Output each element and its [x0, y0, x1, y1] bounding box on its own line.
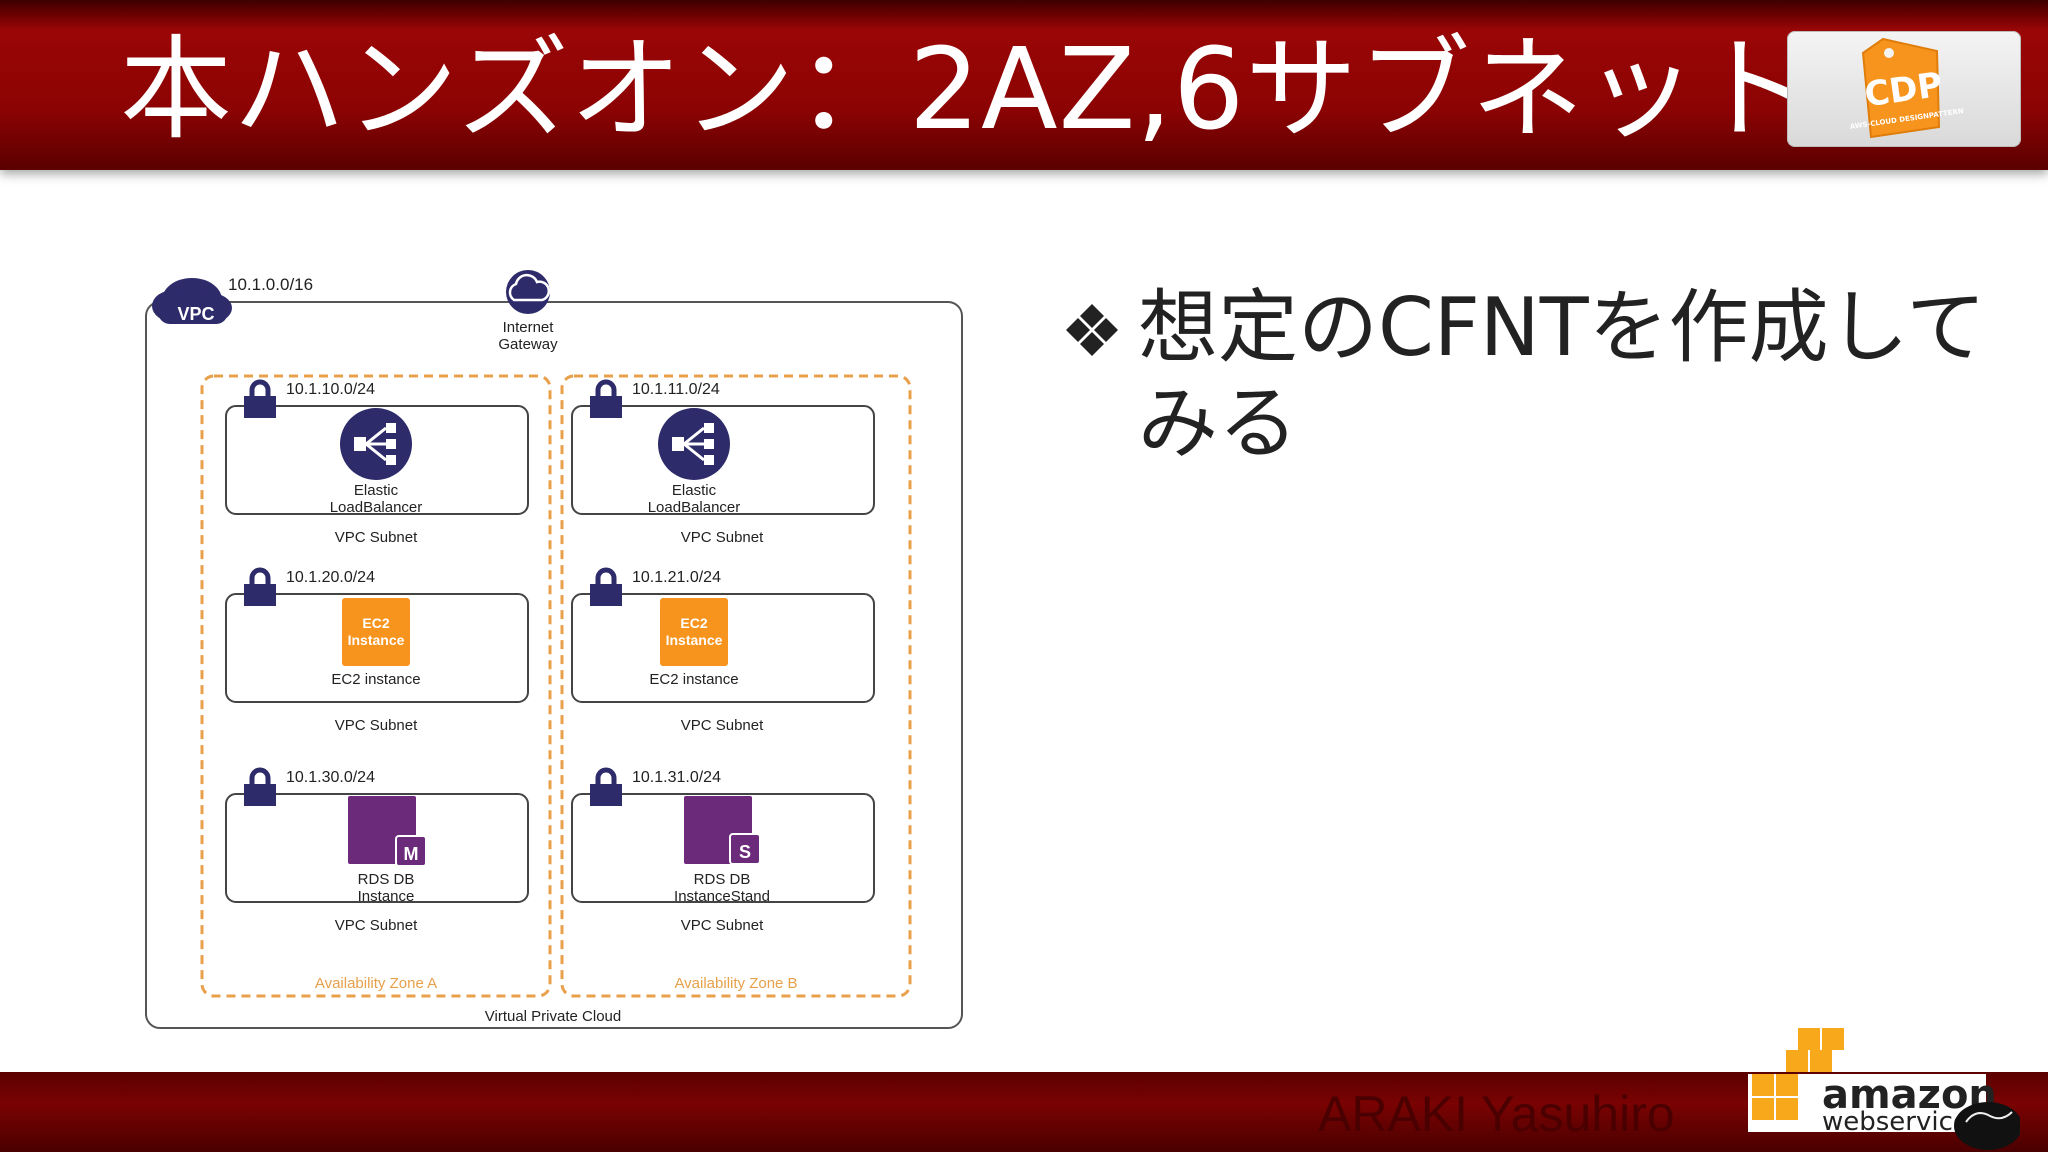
availability-zone-a [200, 374, 552, 998]
resource-label: LoadBalancer [648, 499, 741, 516]
subnet-label: VPC Subnet [681, 529, 764, 546]
footer-bar [0, 1072, 2048, 1152]
subnet-cidr: 10.1.30.0/24 [286, 769, 375, 786]
subnet-cidr: 10.1.20.0/24 [286, 569, 375, 586]
subnet-cidr: 10.1.31.0/24 [632, 769, 721, 786]
vpc-badge-label: VPC [177, 304, 214, 324]
subnet-10-1-10: 10.1.10.0/24 Elastic LoadBalancer VPC Su… [225, 379, 529, 546]
vpc-label: Virtual Private Cloud [485, 1008, 621, 1025]
diamond-bullet-icon [1066, 304, 1118, 356]
ec2-icon-text: EC2 [362, 615, 389, 631]
author-name: ARAKI Yasuhiro [1318, 1086, 1675, 1142]
resource-label: RDS DB [694, 871, 751, 888]
slide-title: 本ハンズオン：2AZ,6サブネット [120, 25, 1811, 155]
gateway-label-line1: Internet [503, 319, 555, 336]
ec2-icon-text: Instance [666, 632, 723, 648]
cdp-logo: CDP AWS-CLOUD DESIGNPATTERN [1787, 31, 2021, 147]
price-tag-icon [1861, 37, 1941, 139]
subnet-10-1-11: 10.1.11.0/24 Elastic LoadBalancer VPC Su… [571, 379, 875, 546]
resource-label: Elastic [354, 482, 399, 499]
architecture-diagram: VPC 10.1.0.0/16 Internet Gateway Availab… [140, 262, 970, 1036]
resource-label: Elastic [672, 482, 717, 499]
title-bar: 本ハンズオン：2AZ,6サブネット CDP AWS-CLOUD DESIGNPA… [0, 0, 2048, 170]
lock-icon [590, 767, 622, 806]
ec2-instance-icon [660, 598, 728, 666]
rds-standby-badge: S [739, 842, 751, 862]
subnet-label: VPC Subnet [335, 717, 418, 734]
resource-label: EC2 instance [649, 671, 738, 688]
internet-gateway-icon [506, 270, 551, 314]
availability-zone-b [560, 374, 912, 998]
ec2-icon-text: EC2 [680, 615, 707, 631]
lock-icon [590, 567, 622, 606]
resource-label: EC2 instance [331, 671, 420, 688]
subnet-label: VPC Subnet [681, 917, 764, 934]
subnet-10-1-31: 10.1.31.0/24 S RDS DB InstanceStand VPC … [571, 767, 875, 934]
vpc-cidr: 10.1.0.0/16 [228, 275, 313, 294]
subnet-10-1-30: 10.1.30.0/24 M RDS DB Instance VPC Subne… [225, 767, 529, 934]
lock-icon [244, 379, 276, 418]
aws-logo: amazon webservices [1748, 1020, 2022, 1154]
resource-label: RDS DB [358, 871, 415, 888]
subnet-label: VPC Subnet [335, 917, 418, 934]
gateway-label-line2: Gateway [498, 336, 558, 353]
mascot-logo-icon [1954, 1102, 2022, 1150]
rds-db-icon [348, 796, 427, 867]
elastic-load-balancer-icon [658, 408, 730, 480]
availability-zone-a-label: Availability Zone A [315, 975, 437, 992]
rds-master-badge: M [404, 844, 419, 864]
subnet-label: VPC Subnet [681, 717, 764, 734]
rds-db-icon [684, 796, 761, 865]
lock-icon [244, 767, 276, 806]
bullet-point: 想定のCFNTを作成してみる [1062, 280, 2002, 480]
resource-label: InstanceStand [674, 888, 770, 905]
subnet-10-1-21: 10.1.21.0/24 EC2 Instance EC2 instance V… [571, 567, 875, 734]
availability-zone-b-label: Availability Zone B [674, 975, 797, 992]
subnet-label: VPC Subnet [335, 529, 418, 546]
aws-cubes-icon [1752, 1028, 1844, 1120]
resource-label: LoadBalancer [330, 499, 423, 516]
subnet-10-1-20: 10.1.20.0/24 EC2 Instance EC2 instance V… [225, 567, 529, 734]
lock-icon [590, 379, 622, 418]
subnet-cidr: 10.1.11.0/24 [632, 381, 720, 398]
subnet-cidr: 10.1.10.0/24 [286, 381, 375, 398]
lock-icon [244, 567, 276, 606]
ec2-icon-text: Instance [348, 632, 405, 648]
vpc-cloud-icon [152, 278, 232, 324]
elastic-load-balancer-icon [340, 408, 412, 480]
ec2-instance-icon [342, 598, 410, 666]
bullet-text: 想定のCFNTを作成してみる [1138, 281, 1987, 470]
vpc-boundary [145, 301, 963, 1029]
subnet-cidr: 10.1.21.0/24 [632, 569, 721, 586]
resource-label: Instance [358, 888, 415, 905]
